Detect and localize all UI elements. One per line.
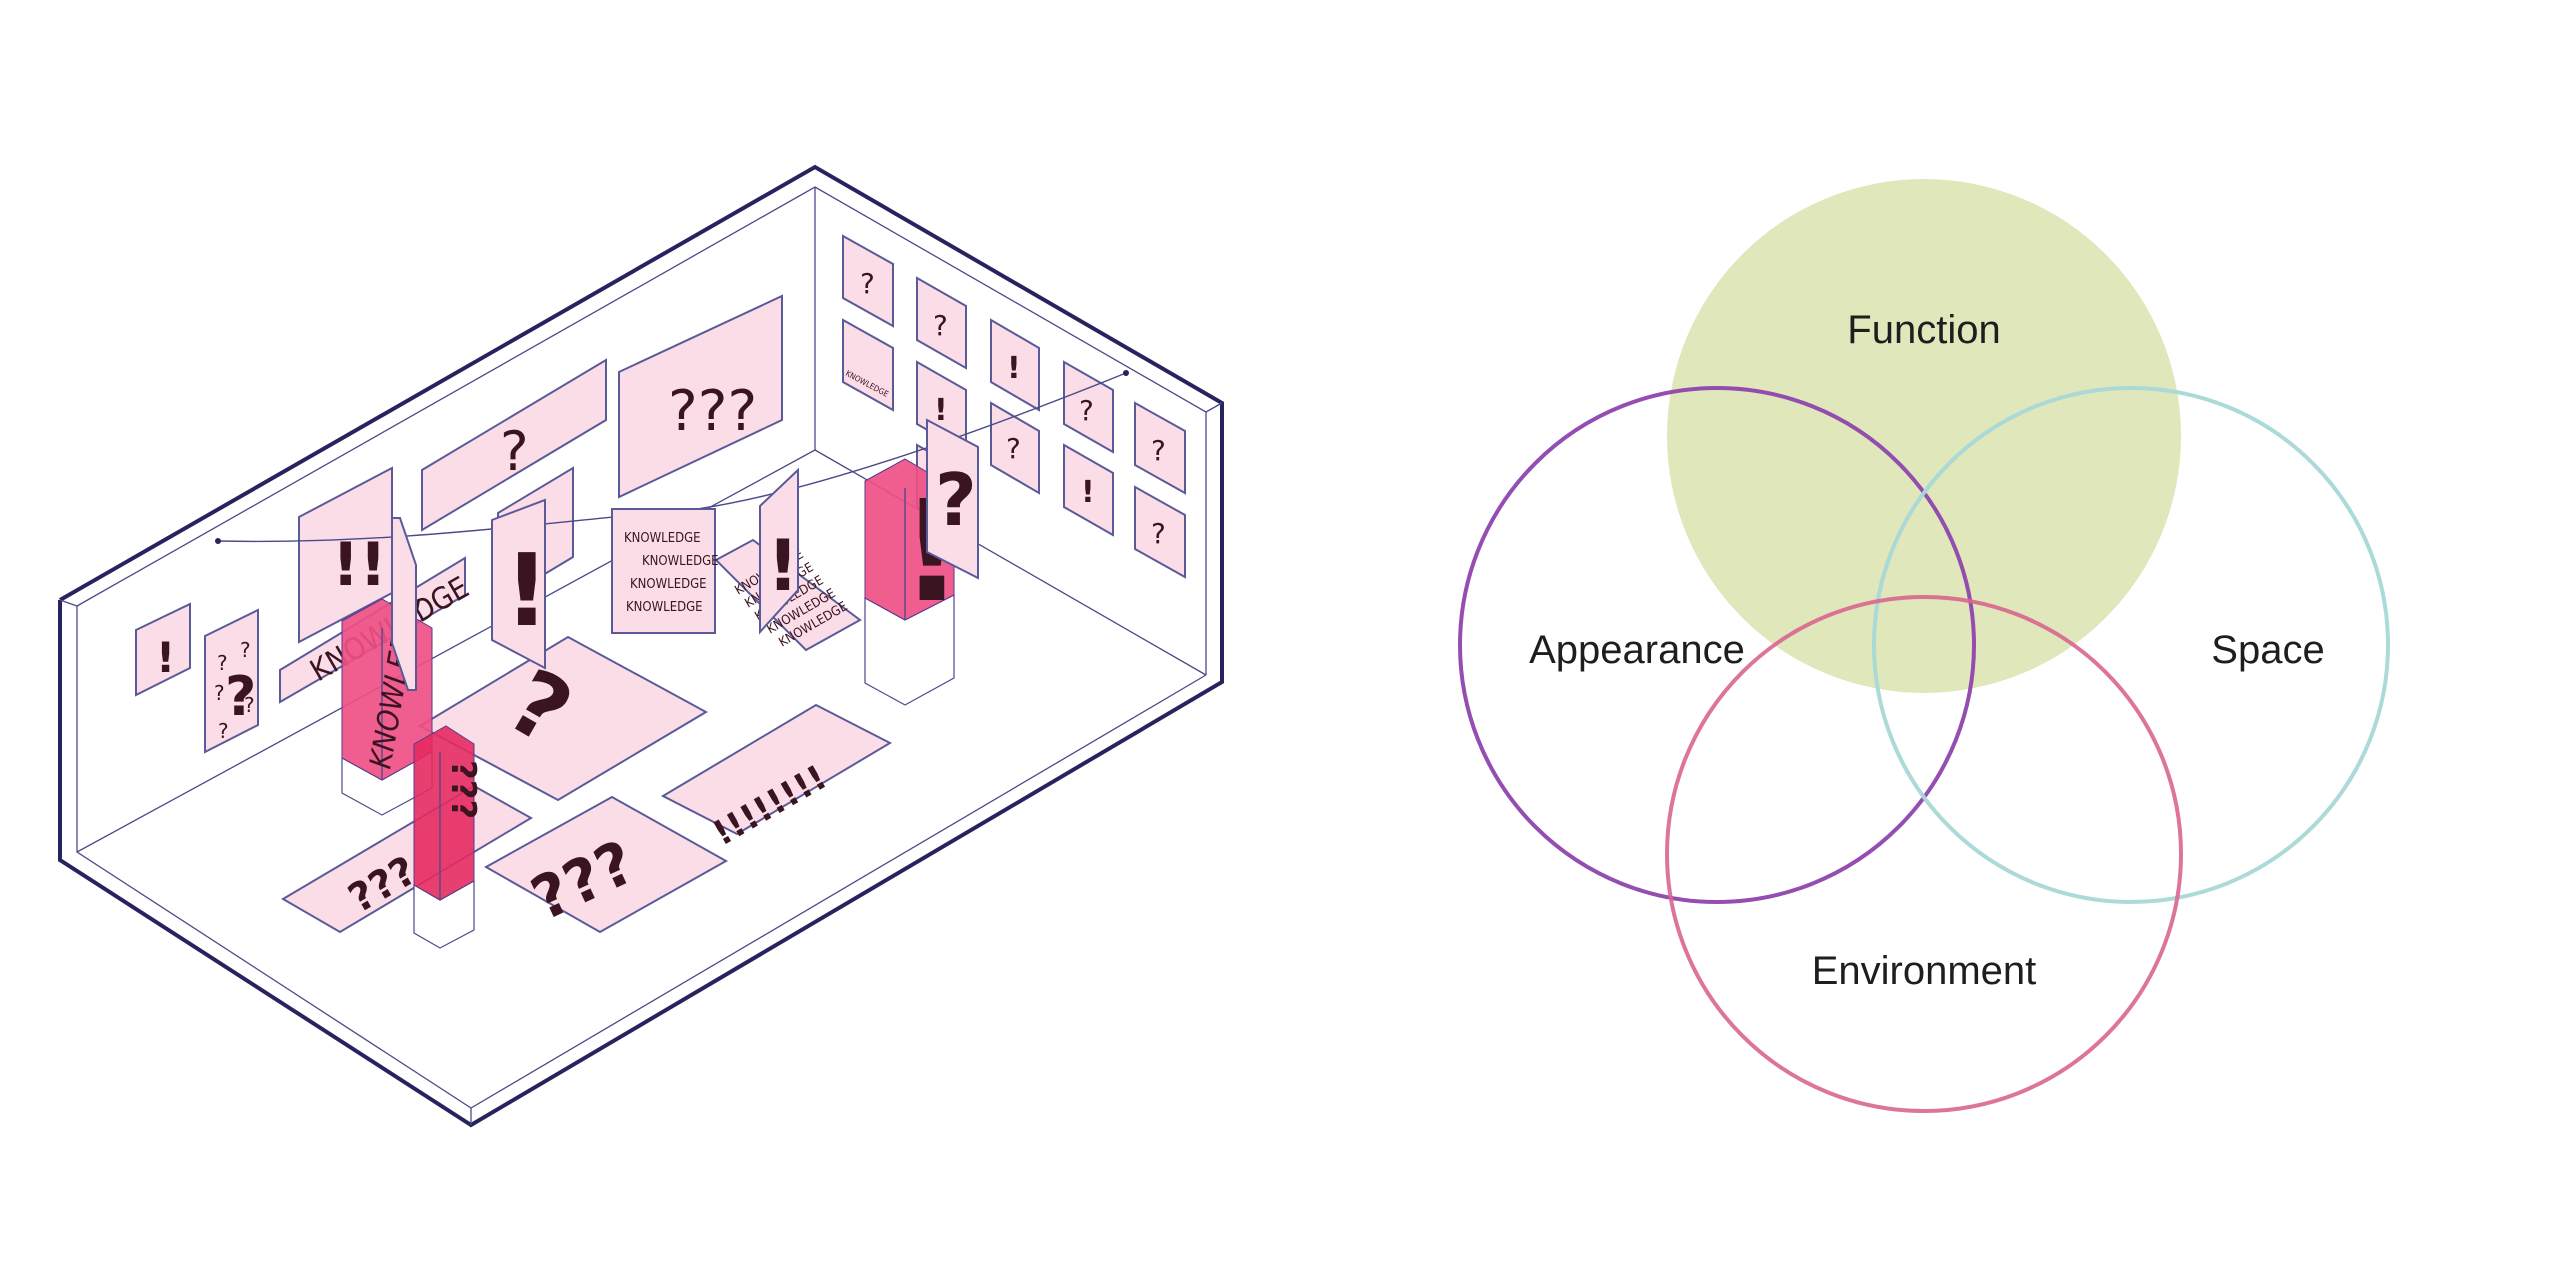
svg-text:!: !	[156, 633, 175, 682]
svg-text:?: ?	[1006, 432, 1021, 465]
floor-exclaims: !!!!!!!!	[660, 703, 893, 854]
svg-text:!: !	[767, 525, 799, 607]
svg-text:?: ?	[225, 665, 256, 728]
svg-text:???: ???	[668, 379, 757, 444]
venn-circle-space	[1872, 386, 2390, 904]
svg-text:!: !	[504, 532, 550, 649]
svg-text:KNOWLEDGE: KNOWLEDGE	[624, 531, 701, 546]
floor-big-question: ?	[417, 635, 709, 802]
svg-text:!: !	[1007, 351, 1021, 386]
svg-text:KNOWLEDGE: KNOWLEDGE	[626, 600, 703, 615]
svg-text:?: ?	[860, 267, 875, 300]
hanging-installation: KNOWLEDGE KNOWLEDGE KNOWLEDGE KNOWLEDGE …	[215, 370, 1129, 691]
exhibition-room-axonometric: ! ? ? ? ? ? ? !!! KNOWLEDGE ? ???	[58, 164, 1224, 1128]
venn-label-space: Space	[2211, 628, 2324, 672]
sign-small-exclaim: !	[135, 602, 191, 697]
sign-triple-question-banner: ???	[618, 294, 783, 499]
right-wall-grid: ? KNOWLEDGE ? ! ! ? ? ! ? ? ?	[842, 234, 1186, 579]
svg-text:?: ?	[240, 638, 251, 662]
hanging-question-panel: ?	[926, 418, 979, 580]
floor-triple-question: ???	[483, 795, 729, 935]
sign-question-banner: ?	[421, 358, 607, 532]
svg-text:?: ?	[1151, 517, 1166, 550]
hanging-exclaim-panel-2: !	[759, 467, 799, 635]
svg-text:?: ?	[500, 420, 529, 483]
hanging-knowledge-panel: KNOWLEDGE KNOWLEDGE KNOWLEDGE KNOWLEDGE	[611, 508, 719, 634]
svg-text:KNOWLEDGE: KNOWLEDGE	[630, 577, 707, 592]
svg-text:?: ?	[218, 719, 229, 743]
hanging-thin-panel	[391, 517, 417, 691]
floor-question-strip: ???	[281, 784, 533, 934]
venn-label-appearance: Appearance	[1529, 628, 1745, 672]
svg-text:?: ?	[1079, 394, 1094, 427]
svg-text:?: ?	[933, 309, 948, 342]
sign-scatter-question: ? ? ? ? ? ?	[204, 608, 259, 754]
venn-label-environment: Environment	[1812, 949, 2037, 993]
venn-circle-environment	[1665, 595, 2183, 1113]
svg-text:?: ?	[935, 458, 977, 542]
svg-text:KNOWLEDGE: KNOWLEDGE	[642, 554, 719, 569]
svg-text:?: ?	[244, 693, 255, 717]
svg-text:!: !	[1081, 475, 1095, 510]
svg-text:!: !	[934, 393, 948, 428]
question-pillar: ???	[413, 725, 483, 949]
svg-text:???: ???	[443, 760, 483, 819]
venn-label-function: Function	[1847, 308, 2000, 352]
svg-text:?: ?	[214, 681, 225, 705]
svg-text:?: ?	[217, 651, 228, 675]
venn-diagram: Function Appearance Space Environment	[1458, 179, 2390, 1113]
hanging-exclaim-panel: !	[491, 498, 550, 670]
venn-circle-appearance	[1458, 386, 1976, 904]
svg-text:?: ?	[1151, 434, 1166, 467]
venn-circle-function	[1667, 179, 2181, 693]
